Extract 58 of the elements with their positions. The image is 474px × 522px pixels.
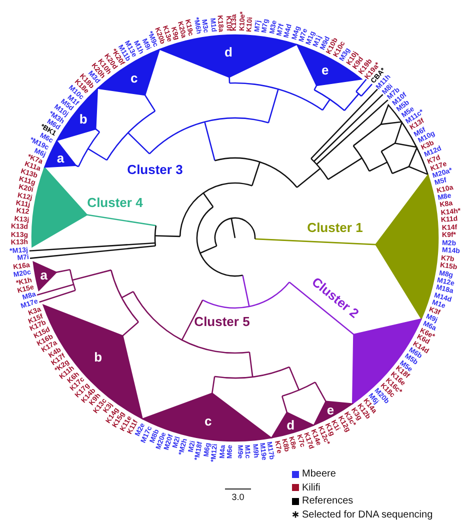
branch-line (310, 88, 378, 159)
clade-letter: e (322, 63, 329, 76)
branch-line (251, 162, 260, 186)
branch-line (144, 94, 156, 112)
clade-letter: e (326, 403, 334, 416)
branch-line (288, 366, 300, 390)
clade-letter: a (56, 152, 64, 165)
legend-label: Mbeere (302, 468, 336, 480)
branch-line (56, 269, 70, 273)
branch-line (230, 218, 236, 238)
branch-line (360, 84, 372, 97)
branch-line (392, 166, 410, 174)
clade-letter: b (94, 350, 102, 364)
clade-letter: a (40, 268, 48, 282)
clade-letter: d (224, 45, 232, 58)
legend-label: References (302, 496, 354, 506)
branch-line (322, 99, 330, 110)
legend-label: Kilifi (302, 482, 320, 493)
branch-line (155, 235, 180, 238)
branch-line (39, 290, 76, 303)
cluster-label: Cluster 4 (87, 196, 143, 210)
clade-letter: b (79, 112, 88, 126)
branch-line (254, 238, 376, 246)
cluster-label: Cluster 3 (127, 162, 183, 178)
branch-line (281, 396, 288, 413)
branch-line (200, 245, 217, 254)
branch-line (30, 245, 156, 259)
branch-line (344, 93, 360, 111)
branch-line (202, 192, 214, 208)
scale-label: 3.0 (232, 493, 244, 503)
branch-line (268, 88, 279, 123)
branch-line (211, 376, 216, 394)
clade-letter: c (130, 71, 138, 84)
cluster-label: Cluster 5 (194, 314, 250, 330)
branch-line (86, 214, 156, 226)
branch-line (356, 78, 367, 92)
branch-line (314, 382, 326, 402)
branch-line (352, 124, 382, 146)
branch-line (72, 269, 112, 281)
branch-line (122, 322, 139, 336)
branch-line (121, 291, 134, 298)
branch-line (204, 122, 216, 161)
legend-label: Selected for DNA sequencing (302, 509, 433, 520)
branch-line (181, 300, 204, 340)
branch-line (248, 352, 254, 377)
branch-line (29, 242, 156, 252)
clade-letter: d (286, 418, 295, 431)
branch-line (36, 284, 74, 296)
branch-line (288, 282, 354, 335)
branch-line (328, 158, 362, 180)
branch-line (242, 275, 250, 307)
branch-line (296, 168, 321, 188)
branch-line (128, 132, 150, 154)
branch-line (368, 162, 388, 172)
branch-line (88, 148, 108, 161)
branch-line (380, 142, 396, 152)
cluster-label: Cluster 1 (307, 220, 363, 236)
clade-letter: c (204, 414, 212, 428)
